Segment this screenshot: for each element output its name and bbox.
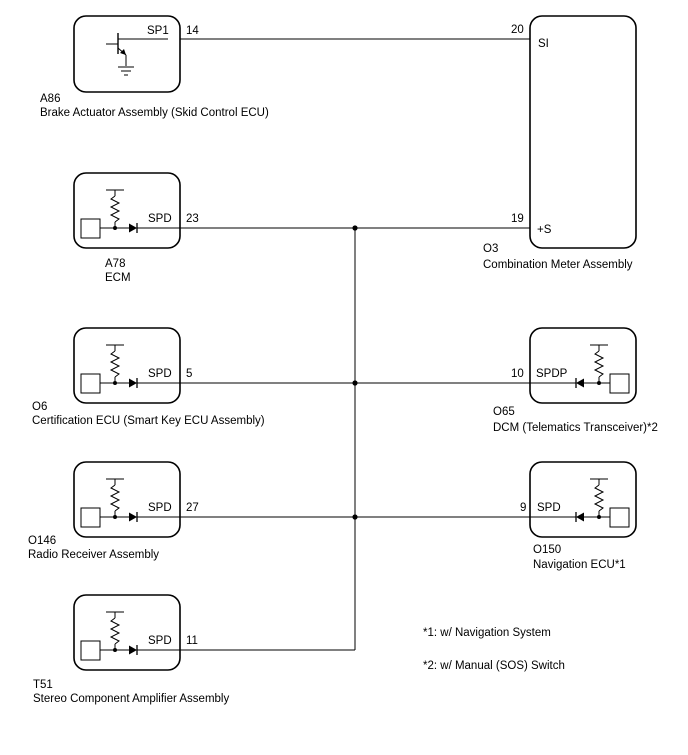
pin-27: 27: [186, 502, 199, 514]
navigation-ecu: SPD 9 O150 Navigation ECU*1: [520, 461, 637, 571]
pin-14: 14: [186, 25, 199, 37]
name-o6: Certification ECU (Smart Key ECU Assembl…: [32, 415, 265, 427]
code-o146: O146: [28, 535, 56, 547]
name-a78: ECM: [105, 272, 131, 284]
ecm: SPD 23 A78 ECM: [73, 172, 199, 284]
radio-receiver-assembly: SPD 27 O146 Radio Receiver Assembly: [28, 461, 199, 561]
code-o6: O6: [32, 401, 47, 413]
terminal-spdp: SPDP: [536, 368, 568, 380]
terminal-sp1: SP1: [147, 25, 169, 37]
code-a86: A86: [40, 93, 60, 105]
terminal-si: SI: [538, 38, 549, 50]
certification-ecu: SPD 5 O6 Certification ECU (Smart Key EC…: [32, 327, 265, 427]
splice-dot: [352, 380, 358, 386]
code-t51: T51: [33, 679, 53, 691]
terminal-plus-s: +S: [537, 224, 552, 236]
pin-19: 19: [511, 213, 524, 225]
name-t51: Stereo Component Amplifier Assembly: [33, 693, 229, 705]
dcm-telematics-transceiver: SPDP 10 O65 DCM (Telematics Transceiver)…: [493, 327, 658, 434]
terminal-spd: SPD: [537, 502, 561, 514]
name-o65: DCM (Telematics Transceiver)*2: [493, 422, 658, 434]
terminal-spd: SPD: [148, 635, 172, 647]
transistor-icon: [106, 33, 168, 66]
name-o146: Radio Receiver Assembly: [28, 549, 159, 561]
footnote-1: *1: w/ Navigation System: [423, 627, 551, 639]
pin-20: 20: [511, 24, 524, 36]
pin-10: 10: [511, 368, 524, 380]
terminal-spd: SPD: [148, 213, 172, 225]
terminal-spd: SPD: [148, 502, 172, 514]
pin-23: 23: [186, 213, 199, 225]
terminal-spd: SPD: [148, 368, 172, 380]
splice-dot: [352, 225, 358, 231]
code-o3: O3: [483, 243, 498, 255]
name-a86: Brake Actuator Assembly (Skid Control EC…: [40, 107, 269, 119]
code-o65: O65: [493, 406, 515, 418]
pin-5: 5: [186, 368, 192, 380]
pin-11: 11: [186, 635, 198, 647]
stereo-component-amplifier: SPD 11 T51 Stereo Component Amplifier As…: [33, 594, 229, 705]
name-o150: Navigation ECU*1: [533, 559, 626, 571]
ground-icon: [118, 66, 134, 76]
name-o3: Combination Meter Assembly: [483, 259, 633, 271]
code-a78: A78: [105, 258, 125, 270]
pin-9: 9: [520, 502, 526, 514]
brake-actuator-assembly: SP1 14 A86 Brake Actuator Assembly (Skid…: [40, 15, 269, 119]
code-o150: O150: [533, 544, 561, 556]
combination-meter-assembly: SI 20 +S 19 O3 Combination Meter Assembl…: [483, 15, 637, 271]
splice-dot: [352, 514, 358, 520]
footnote-2: *2: w/ Manual (SOS) Switch: [423, 660, 565, 672]
